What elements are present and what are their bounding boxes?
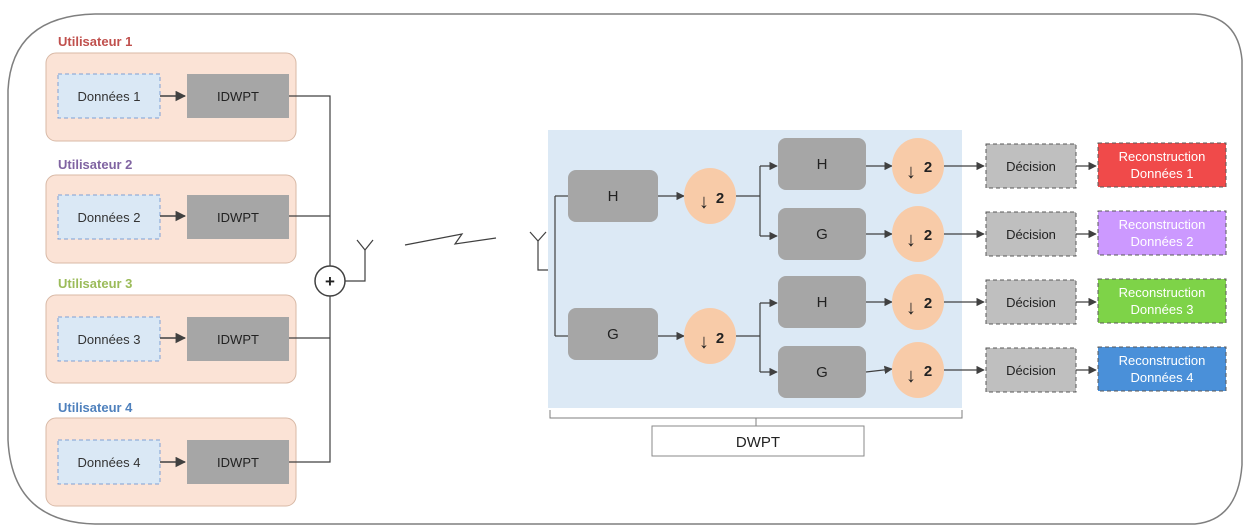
user-3-idwpt-block [187,317,289,361]
downsample-1a [684,168,736,224]
reconstruction-line2-4: Données 4 [1131,370,1194,385]
filter-h-level1 [568,170,658,222]
user-3-idwpt-label: IDWPT [217,332,259,347]
level2-branch-lines [736,166,761,372]
downsample-2c-factor: 2 [924,295,932,312]
reconstruction-line2-3: Données 3 [1131,302,1194,317]
user-1-idwpt-label: IDWPT [217,89,259,104]
user-4-idwpt-label: IDWPT [217,455,259,470]
outer-frame [7,13,1243,525]
dwpt-label-box [651,425,865,457]
user-3-data-label: Données 3 [78,332,141,347]
reconstruction-line1-2: Reconstruction [1119,217,1206,232]
arrow-g2b-ds [865,365,893,375]
filter-h-level2b [778,276,866,328]
reconstruction-line1-3: Reconstruction [1119,285,1206,300]
decision-label-1: Décision [1006,159,1056,174]
user-4: Utilisateur 4 Données 4 IDWPT [45,400,297,507]
downsample-2d [892,342,944,398]
downsample-2b-factor: 2 [924,227,932,244]
downsample-1b-factor: 2 [716,330,724,347]
reconstruction-box-4 [1097,346,1227,392]
adder-connectors [289,95,331,463]
output-row-4: Décision Reconstruction Données 4 [944,346,1227,393]
filter-g-level1 [568,308,658,360]
filter-h-level1-label: H [608,188,619,205]
decision-label-3: Décision [1006,295,1056,310]
reconstruction-line2-2: Données 2 [1131,234,1194,249]
filter-h-level2b-label: H [817,294,828,311]
filter-g-level1-label: G [607,326,619,343]
sum-symbol: + [325,272,335,291]
downsample-2a [892,138,944,194]
user-2-idwpt-label: IDWPT [217,210,259,225]
downsample-2a-factor: 2 [924,159,932,176]
user-4-data-label: Données 4 [78,455,141,470]
user-1-data-label: Données 1 [78,89,141,104]
downsample-2c [892,274,944,330]
output-row-1: Décision Reconstruction Données 1 [944,142,1227,189]
decision-box-3 [985,279,1077,325]
reconstruction-box-2 [1097,210,1227,256]
downsample-2d-arrow: ↓ [906,365,916,387]
wireless-link-icon [404,233,497,246]
user-2-title: Utilisateur 2 [58,157,132,172]
filter-g-level2a-label: G [816,226,828,243]
user-3-title: Utilisateur 3 [58,276,132,291]
user-1-idwpt-block [187,74,289,118]
user-2: Utilisateur 2 Données 2 IDWPT [45,157,297,264]
decision-label-2: Décision [1006,227,1056,242]
downsample-1a-factor: 2 [716,190,724,207]
user-2-data-box [57,194,161,240]
output-row-2: Décision Reconstruction Données 2 [944,210,1227,257]
user-3: Utilisateur 3 Données 3 IDWPT [45,276,297,384]
filter-g-level2b-label: G [816,364,828,381]
filter-g-level2b [778,346,866,398]
user-4-data-box [57,439,161,485]
reconstruction-line1-4: Reconstruction [1119,353,1206,368]
downsample-2a-arrow: ↓ [906,161,916,183]
rx-branch-lines [554,195,568,337]
downsample-2b-arrow: ↓ [906,229,916,251]
decision-label-4: Décision [1006,363,1056,378]
downsample-1b [684,308,736,364]
filter-h-level2a [778,138,866,190]
user-2-data-label: Données 2 [78,210,141,225]
tx-antenna-icon [345,239,374,282]
decision-box-2 [985,211,1077,257]
user-4-idwpt-block [187,440,289,484]
user-4-title: Utilisateur 4 [58,400,133,415]
dwpt-label: DWPT [736,434,780,451]
reconstruction-line2-1: Données 1 [1131,166,1194,181]
user-1: Utilisateur 1 Données 1 IDWPT [45,34,297,142]
downsample-1b-arrow: ↓ [699,331,709,353]
output-row-3: Décision Reconstruction Données 3 [944,278,1227,325]
downsample-1a-arrow: ↓ [699,191,709,213]
reconstruction-line1-1: Reconstruction [1119,149,1206,164]
user-1-title: Utilisateur 1 [58,34,132,49]
filter-h-level2a-label: H [817,156,828,173]
downsample-2b [892,206,944,262]
dwpt-bracket [549,410,963,419]
user-3-data-box [57,316,161,362]
reconstruction-box-3 [1097,278,1227,324]
downsample-2d-factor: 2 [924,363,932,380]
user-1-data-box [57,73,161,119]
downsample-2c-arrow: ↓ [906,297,916,319]
user-2-idwpt-block [187,195,289,239]
decision-box-4 [985,347,1077,393]
reconstruction-box-1 [1097,142,1227,188]
filter-g-level2a [778,208,866,260]
